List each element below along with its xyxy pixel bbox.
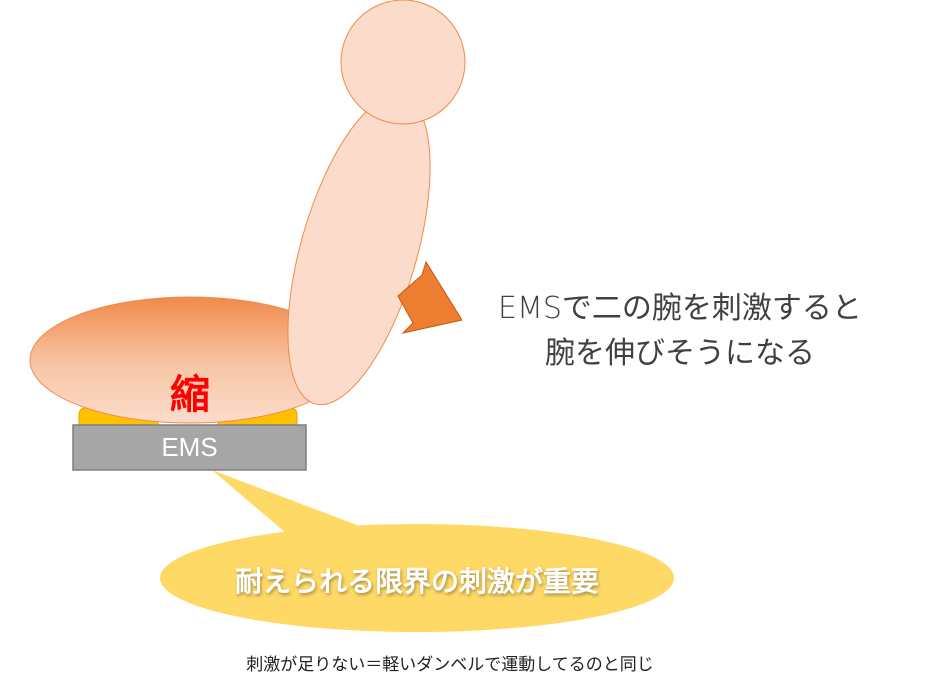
- caption-line-2: 腕を伸びそうになる: [545, 336, 815, 371]
- contract-label: 縮: [170, 372, 210, 418]
- ems-label: EMS: [161, 432, 218, 462]
- extension-arrow: [397, 260, 463, 334]
- footnote: 刺激が足りない＝軽いダンベルで運動してるのと同じ: [246, 655, 654, 675]
- hand: [340, 0, 466, 125]
- caption-line-1: EMSで二の腕を刺激すると: [498, 291, 862, 326]
- ems-device: [72, 424, 307, 471]
- speech-bubble: [160, 470, 674, 632]
- speech-bubble-text: 耐えられる限界の刺激が重要: [234, 565, 599, 598]
